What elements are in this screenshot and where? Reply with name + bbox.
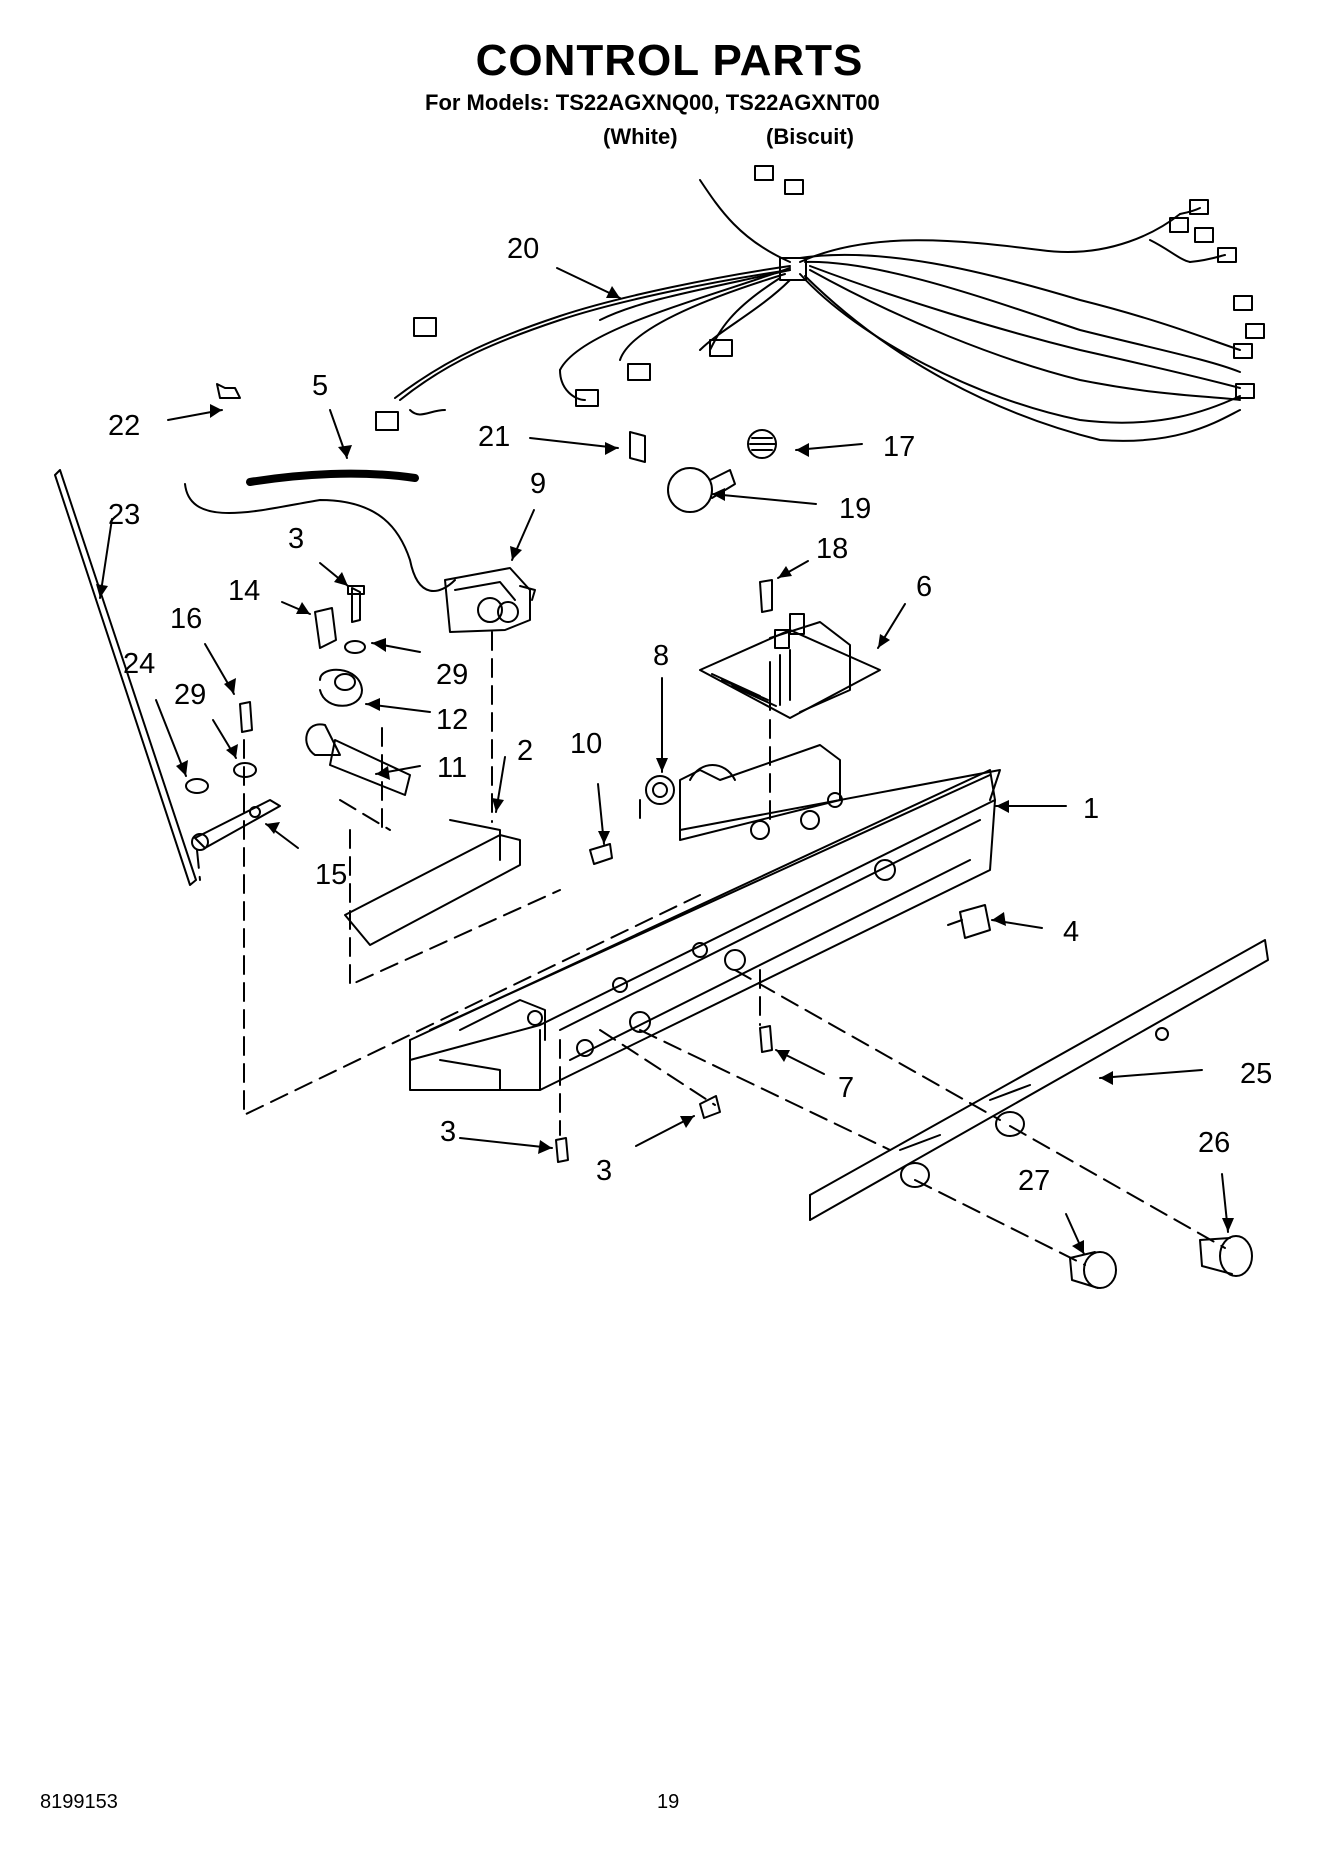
assembly-lines <box>196 631 1226 1266</box>
screw-16 <box>239 701 253 733</box>
callout-15: 15 <box>315 859 347 891</box>
callout-20: 20 <box>507 233 539 265</box>
screw-10 <box>589 843 613 865</box>
callout-3-lower-right: 3 <box>596 1155 612 1187</box>
callout-14: 14 <box>228 575 260 607</box>
electronic-module-6 <box>699 613 881 719</box>
screw-18 <box>759 579 773 613</box>
callout-labels: 20 22 5 21 17 19 23 9 3 18 14 6 16 24 29… <box>108 233 1272 1197</box>
callout-27: 27 <box>1018 1165 1050 1197</box>
callout-26: 26 <box>1198 1127 1230 1159</box>
control-panel-25 <box>809 939 1269 1221</box>
callout-18: 18 <box>816 533 848 565</box>
sensor-tube <box>184 483 456 592</box>
screw-3-lower-left <box>555 1137 569 1163</box>
variant-white: (White) <box>603 124 678 149</box>
washer-29-upper <box>344 640 366 654</box>
shaft-11 <box>305 723 411 796</box>
washer-24 <box>185 778 209 794</box>
page-number: 19 <box>657 1791 680 1813</box>
callout-4: 4 <box>1063 916 1079 948</box>
bracket-2 <box>344 834 521 946</box>
callout-25: 25 <box>1240 1058 1272 1090</box>
callout-1: 1 <box>1083 793 1099 825</box>
callout-22: 22 <box>108 410 140 442</box>
switch-4 <box>959 904 991 939</box>
callout-6: 6 <box>916 571 932 603</box>
callout-9: 9 <box>530 468 546 500</box>
screw-7 <box>759 1025 773 1053</box>
callout-2: 2 <box>517 735 533 767</box>
callout-24: 24 <box>123 648 155 680</box>
callout-3-upper: 3 <box>288 523 304 555</box>
callout-7: 7 <box>838 1072 854 1104</box>
light-bulb-19 <box>667 467 713 513</box>
damper-12 <box>319 668 363 707</box>
clip-22 <box>216 383 241 399</box>
page-title: CONTROL PARTS <box>475 36 864 85</box>
screw-3-upper <box>351 587 361 623</box>
callout-12: 12 <box>436 704 468 736</box>
wire-harness <box>375 165 1265 442</box>
callout-17: 17 <box>883 431 915 463</box>
document-number: 8199153 <box>40 1791 118 1813</box>
callout-5: 5 <box>312 370 328 402</box>
callout-29-upper: 29 <box>436 659 468 691</box>
tube-5 <box>246 469 419 486</box>
callout-11: 11 <box>437 752 467 784</box>
leader-arrowheads <box>96 286 1234 1254</box>
model-list: For Models: TS22AGXNQ00, TS22AGXNT00 <box>425 90 880 115</box>
control-housing-1 <box>409 744 1001 1091</box>
variant-biscuit: (Biscuit) <box>766 124 854 149</box>
screw-3-lower-right <box>699 1095 721 1119</box>
callout-3-lower-left: 3 <box>440 1116 456 1148</box>
callout-29-lower: 29 <box>174 679 206 711</box>
callout-23: 23 <box>108 499 140 531</box>
bushing-8 <box>645 775 675 805</box>
callout-19: 19 <box>839 493 871 525</box>
lever-15 <box>194 799 281 849</box>
knob-27 <box>1069 1251 1117 1289</box>
callout-21: 21 <box>478 421 510 453</box>
callout-8: 8 <box>653 640 669 672</box>
callout-10: 10 <box>570 728 602 760</box>
callout-16: 16 <box>170 603 202 635</box>
rod-23 <box>54 469 197 886</box>
clip-21 <box>629 431 646 463</box>
knob-26 <box>1199 1235 1253 1277</box>
bracket-14 <box>314 607 337 649</box>
cold-control-9 <box>444 567 536 633</box>
